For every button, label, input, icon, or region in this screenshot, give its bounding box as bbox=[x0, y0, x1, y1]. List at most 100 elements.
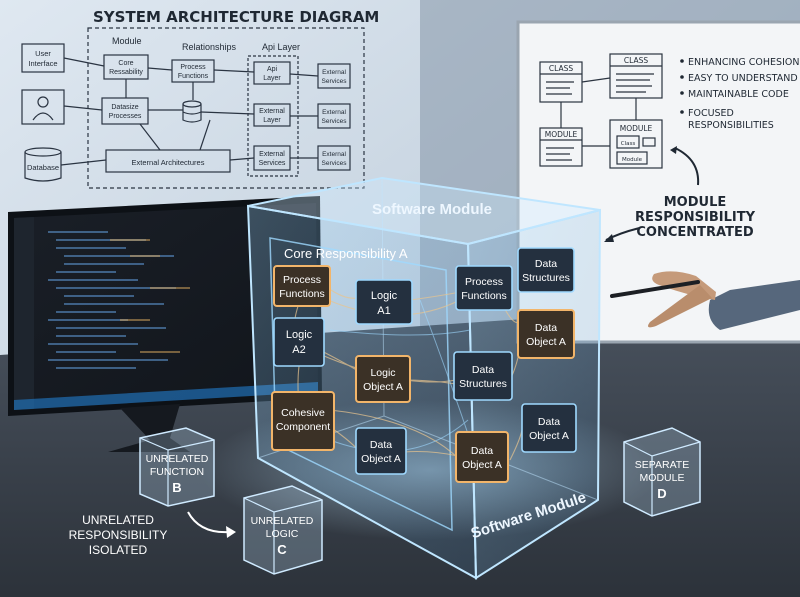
node-logic-a2-l1: Logic bbox=[286, 329, 313, 341]
hand-with-pen bbox=[610, 271, 800, 330]
wb-class-2-label: CLASS bbox=[624, 56, 648, 65]
relationships-header: Relationships bbox=[182, 42, 237, 52]
node-pf-left-l2: Functions bbox=[279, 288, 325, 300]
api-box bbox=[253, 61, 291, 85]
node-data-object-a-left: Data Object A bbox=[355, 427, 407, 475]
wb-note-l3: CONCENTRATED bbox=[636, 225, 753, 240]
wb-arrow-1 bbox=[581, 77, 611, 83]
sleeve bbox=[708, 280, 800, 330]
wb-module-1-label: MODULE bbox=[545, 130, 578, 139]
ext-services-3-l1: External bbox=[322, 151, 346, 158]
node-logic-a1-l1: Logic bbox=[371, 290, 398, 302]
node-logic-a2: Logic A2 bbox=[273, 317, 325, 367]
node-dobj-right-l2: Object A bbox=[529, 430, 569, 442]
software-module-cube: Software Module Software Module Core Res… bbox=[200, 176, 660, 580]
wb-class-1-label: CLASS bbox=[549, 64, 573, 73]
monitor-stand bbox=[108, 404, 190, 452]
cube-d-l3: D bbox=[657, 486, 666, 501]
ext-services-inner-l2: Services bbox=[259, 160, 286, 167]
ext-services-2-l2: Services bbox=[322, 118, 348, 125]
node-dobj-left-l1: Data bbox=[370, 439, 392, 451]
ext-layer-l2: Layer bbox=[263, 117, 281, 124]
caption-arrow-icon bbox=[187, 511, 231, 534]
wb-bullets: ENHANCING COHESION EASY TO UNDERSTAND MA… bbox=[680, 57, 799, 131]
process-l2: Functions bbox=[178, 73, 209, 80]
core-l2: Ressability bbox=[109, 69, 143, 76]
process-l1: Process bbox=[180, 64, 206, 71]
core-label: Core Responsibility A bbox=[284, 246, 408, 261]
diagram-title: SYSTEM ARCHITECTURE DIAGRAM bbox=[93, 8, 379, 26]
cube-c-l1: UNRELATED bbox=[251, 515, 314, 527]
node-dobj-left-l2: Object A bbox=[361, 453, 401, 465]
node-logic-object-a: Logic Object A bbox=[355, 355, 411, 403]
node-pf-right-l1: Process bbox=[465, 276, 503, 288]
cube-c-l3: C bbox=[277, 542, 287, 557]
node-ds-top-l2: Structures bbox=[522, 272, 570, 284]
user-avatar-box bbox=[21, 89, 65, 125]
wb-module-small-label: Module bbox=[622, 157, 643, 163]
cube-d-l1: SEPARATE bbox=[635, 459, 689, 471]
node-dobj-low-l1: Data bbox=[471, 445, 493, 457]
cube-unrelated-function-b: UNRELATED FUNCTION B bbox=[139, 427, 215, 507]
ext-services-3-l2: Services bbox=[322, 160, 348, 167]
caption-l2: RESPONSIBILITY bbox=[69, 528, 168, 542]
diagram-arrows bbox=[60, 57, 319, 166]
node-logic-a1-l2: A1 bbox=[377, 305, 390, 317]
cube-c-l2: LOGIC bbox=[266, 528, 299, 540]
node-dobj-mid-l1: Data bbox=[535, 322, 557, 334]
ext-arch-box bbox=[105, 149, 231, 173]
user-interface-l1: User bbox=[35, 49, 51, 58]
code-lines bbox=[48, 231, 176, 369]
wb-bullet-2: EASY TO UNDERSTAND bbox=[688, 73, 798, 84]
cube-b-l3: B bbox=[172, 480, 181, 495]
node-ds-top-l1: Data bbox=[535, 258, 557, 270]
wb-module-small bbox=[616, 151, 648, 165]
core-frame bbox=[269, 237, 453, 532]
wb-note-l1: MODULE bbox=[664, 195, 727, 210]
ext-services-1-l1: External bbox=[322, 69, 346, 76]
node-pf-left-l1: Process bbox=[283, 274, 321, 286]
wb-class-small bbox=[616, 135, 640, 149]
ext-services-2-l1: External bbox=[322, 109, 346, 116]
datasize-l1: Datasize bbox=[111, 104, 138, 111]
architecture-diagram: SYSTEM ARCHITECTURE DIAGRAM Module Relat… bbox=[21, 8, 379, 189]
node-logic-obj-l2: Object A bbox=[363, 381, 403, 393]
wb-bullet-3: MAINTAINABLE CODE bbox=[688, 89, 789, 100]
cube-d-l2: MODULE bbox=[640, 472, 685, 484]
node-logic-a1: Logic A1 bbox=[355, 279, 413, 325]
ext-layer-box bbox=[253, 103, 291, 127]
datasize-box bbox=[101, 97, 149, 125]
node-data-object-a-mid: Data Object A bbox=[517, 309, 575, 359]
caption-l1: UNRELATED bbox=[82, 513, 154, 527]
node-ds-mid-l1: Data bbox=[472, 364, 494, 376]
cube-unrelated-logic-c: UNRELATED LOGIC C bbox=[243, 485, 323, 575]
node-ds-mid-l2: Structures bbox=[459, 378, 507, 390]
cube-separate-module-d: SEPARATE MODULE D bbox=[623, 427, 701, 517]
node-process-functions-left: Process Functions bbox=[273, 265, 331, 307]
db-cylinder-icon bbox=[182, 100, 202, 123]
user-icon bbox=[32, 96, 54, 121]
node-pf-right-l2: Functions bbox=[461, 290, 507, 302]
node-data-structures-top: Data Structures bbox=[517, 247, 575, 293]
api-l2: Layer bbox=[263, 75, 281, 82]
user-interface-l2: Interface bbox=[28, 59, 57, 68]
node-data-structures-mid: Data Structures bbox=[453, 351, 513, 401]
datasize-l2: Processes bbox=[109, 113, 142, 120]
node-dobj-right-l1: Data bbox=[538, 416, 560, 428]
caption-l3: ISOLATED bbox=[89, 543, 148, 557]
node-logic-a2-l2: A2 bbox=[292, 344, 305, 356]
pen-icon bbox=[610, 280, 700, 298]
cube-top-label: Software Module bbox=[372, 201, 492, 218]
node-data-object-a-right: Data Object A bbox=[521, 403, 577, 453]
ext-services-1-l2: Services bbox=[322, 78, 348, 85]
node-logic-obj-l1: Logic bbox=[370, 367, 395, 379]
wb-class-small-label: Class bbox=[621, 141, 636, 147]
cube-b-l2: FUNCTION bbox=[150, 466, 204, 478]
ext-services-inner-l1: External bbox=[259, 151, 285, 158]
node-data-object-a-low: Data Object A bbox=[455, 431, 509, 483]
node-dobj-mid-l2: Object A bbox=[526, 336, 566, 348]
ext-arch-label: External Architectures bbox=[132, 158, 205, 167]
monitor-screen bbox=[14, 203, 318, 410]
